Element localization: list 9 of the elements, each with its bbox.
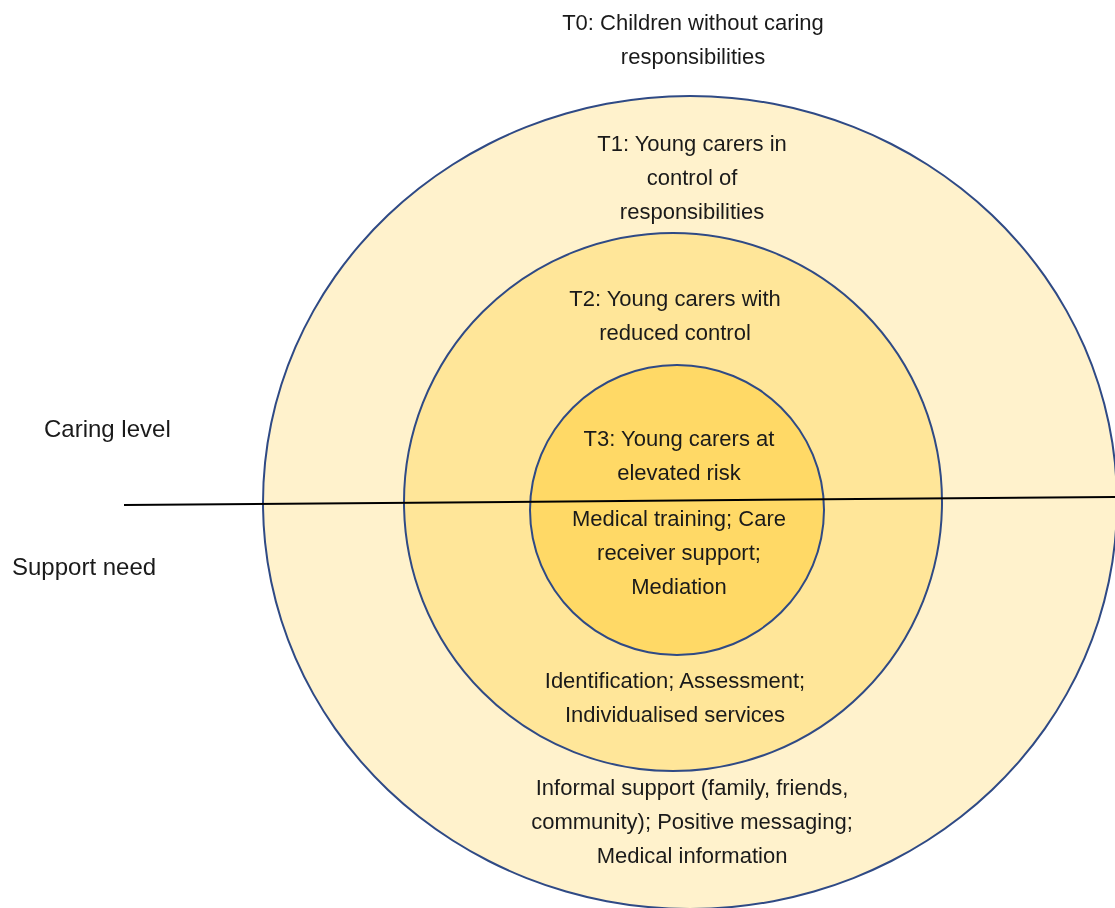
support-text: Informal support (family, friends, community); Positive messaging; Medical information bbox=[530, 774, 854, 870]
tier-heading: T3: Young carers at elevated risk bbox=[582, 425, 776, 487]
axis-label: Caring level bbox=[44, 414, 172, 444]
support-text: Identification; Assessment; Individualised services bbox=[543, 667, 807, 729]
axis-label: Support need bbox=[12, 552, 158, 582]
tier-heading: T2: Young carers with reduced control bbox=[568, 285, 782, 347]
tier-heading: T0: Children without caring responsibilities bbox=[561, 9, 825, 71]
support-text: Medical training; Care receiver support; Mediation bbox=[571, 505, 787, 601]
tier-heading: T1: Young carers in control of responsibilities bbox=[596, 130, 788, 226]
